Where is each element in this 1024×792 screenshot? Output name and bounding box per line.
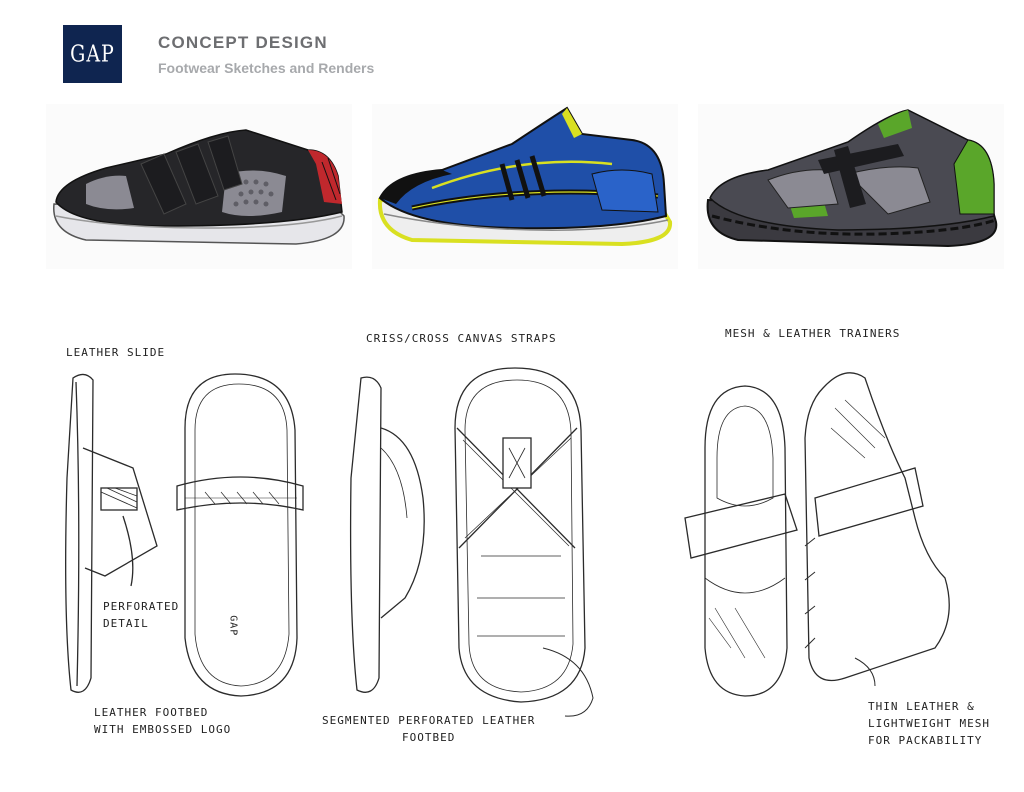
label-leather-slide: Leather Slide [66,346,166,359]
page-title: CONCEPT DESIGN [158,33,328,52]
gap-logo: GAP [63,25,122,83]
render-green-grey-sneaker [698,104,1004,269]
canvas-strap-side-sketch [349,376,425,693]
green-grey-sneaker-illustration [706,109,998,248]
blue-yellow-sneaker-illustration [377,106,673,247]
label-mesh-trainers: Mesh & Leather Trainers [725,327,901,340]
pencil-sketches [65,367,950,717]
render-blue-yellow-sneaker [372,104,678,269]
render-black-red-sneaker [46,104,352,269]
leather-slide-top-sketch [176,373,304,697]
label-canvas-straps: Criss/cross canvas straps [366,332,557,345]
gap-logo-text: GAP [70,40,115,68]
label-perforated-detail: Perforated Detail [103,600,180,631]
mesh-trainer-side-sketch [804,372,950,682]
embossed-gap-logo: GAP [227,615,239,637]
label-thin-leather: Thin leather & lightweight mesh for pack… [868,700,990,748]
black-red-sneaker-illustration [53,129,345,245]
canvas-strap-top-sketch [454,367,586,703]
label-segmented-footbed: Segmented perforated leather footbed [322,714,536,745]
mesh-trainer-top-sketch [684,385,798,697]
leather-slide-side-sketch [65,373,158,693]
label-footbed-logo: Leather footbed with embossed logo [94,706,232,737]
page-subtitle: Footwear Sketches and Renders [158,60,375,76]
